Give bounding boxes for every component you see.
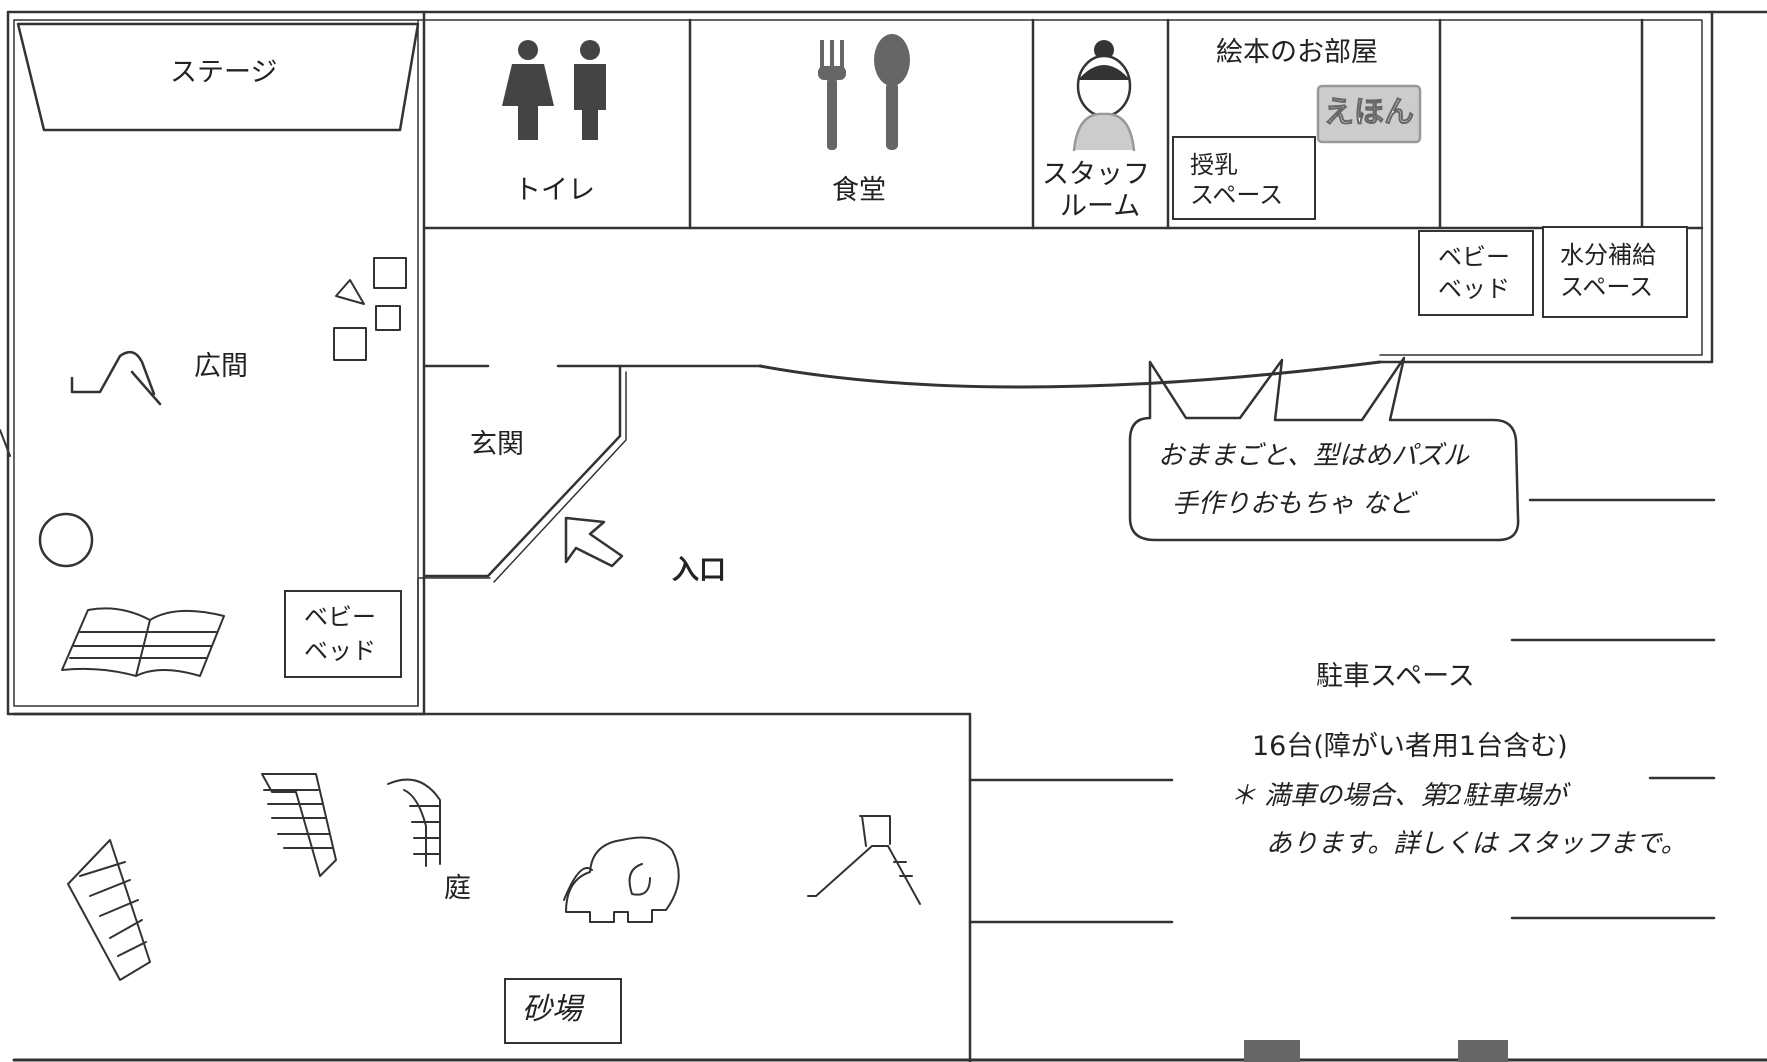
toilet-label: トイレ (514, 175, 595, 206)
stage-outline (16, 22, 420, 132)
staff-room-label-2: ルーム (1060, 191, 1141, 222)
speech-bubble (1128, 356, 1520, 542)
water-space-label: 水分補給 (1560, 241, 1656, 269)
toys-note-line2: 手作りおもちゃ など (1172, 489, 1415, 519)
elephant-slide-icon (563, 836, 680, 923)
toys-note-line1: おままごと、型はめパズル (1158, 441, 1469, 471)
parking-capacity: 16台(障がい者用1台含む) (1252, 731, 1568, 762)
ball-icon (38, 512, 94, 568)
garden-label: 庭 (444, 873, 471, 904)
picture-book-room-label: 絵本のお部屋 (1216, 37, 1378, 68)
entrance-label: 入口 (672, 555, 726, 586)
picture-book-sign: えほん (1324, 95, 1415, 130)
ladder-icon (67, 839, 151, 981)
staff-room-label: スタッフ (1042, 159, 1150, 190)
hall-label: 広間 (194, 351, 248, 382)
nursing-space-label: 授乳 (1190, 151, 1238, 179)
dining-label: 食堂 (832, 175, 886, 206)
baby-bed-box: ベビー ベッド (1418, 230, 1534, 316)
awning-line (758, 360, 1382, 389)
staff-person-icon (1072, 40, 1136, 152)
book-icon (61, 607, 225, 677)
sandbox-label: 砂場 (522, 992, 582, 1027)
picture-book-sign-bg (1316, 84, 1422, 144)
entrance-arrow-icon (564, 516, 624, 568)
baby-bed-label-2: ベッド (1438, 275, 1510, 303)
building-outer-wall (6, 10, 1714, 364)
stage-label: ステージ (170, 57, 278, 88)
parking-note-line1: ＊ 満車の場合、第2駐車場が (1230, 781, 1567, 811)
parking-title: 駐車スペース (1316, 661, 1475, 692)
nursing-space-label-2: スペース (1190, 181, 1284, 209)
baby-bed-label-hall: ベビー (304, 603, 376, 631)
baby-bed-label-hall-2: ベッド (304, 637, 376, 665)
blocks-icon (333, 257, 407, 361)
water-space-box: 水分補給 スペース (1542, 226, 1688, 318)
water-space-label-2: スペース (1560, 273, 1654, 301)
arch-ladder-icon (387, 778, 441, 867)
baby-bed-box-hall: ベビー ベッド (284, 590, 402, 678)
entrance-hall-label: 玄関 (470, 429, 524, 460)
baby-bed-label: ベビー (1438, 243, 1510, 271)
garden-wall (12, 712, 972, 1062)
fork-spoon-icon (818, 34, 910, 150)
sandbox-box: 砂場 (504, 978, 622, 1044)
parking-note-line2: あります。詳しくは スタッフまで。 (1266, 829, 1687, 859)
slide-icon (70, 350, 162, 406)
ladder-icon (261, 773, 337, 877)
garden-slide-icon (807, 815, 921, 905)
nursing-space-box: 授乳 スペース (1172, 136, 1316, 220)
toilet-people-icon (502, 40, 606, 140)
